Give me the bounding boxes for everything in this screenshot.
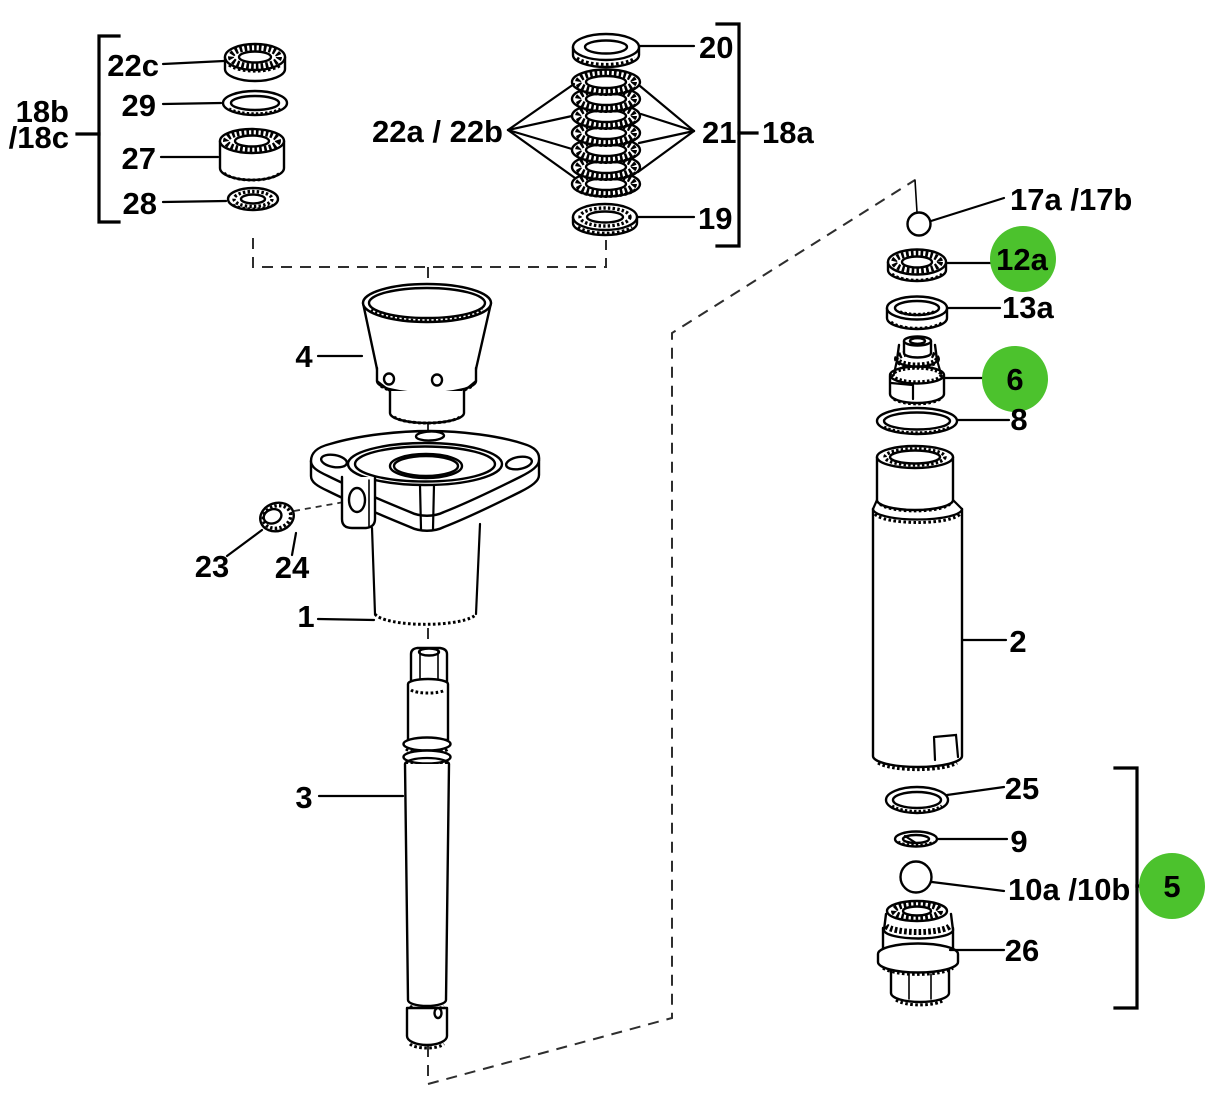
callout-19: 19 (698, 201, 732, 236)
part-8-oring (875, 406, 959, 436)
part-20-ring (571, 32, 641, 69)
part-12a-seal (886, 248, 948, 283)
part-21-ring-stack (572, 70, 640, 197)
callout-18bc-line1: 18b (16, 94, 69, 129)
part-10ab-ball (899, 860, 933, 894)
group-18a-parts (571, 32, 641, 237)
callout-22ab: 22a / 22b (372, 114, 503, 149)
leader-fan-21 (636, 84, 696, 174)
leader-29 (161, 101, 223, 106)
callout-29: 29 (122, 88, 156, 123)
part-6-valve-fitting (888, 335, 946, 406)
callout-18a: 18a (762, 115, 814, 150)
highlight-circle-6 (982, 346, 1048, 412)
part-17ab-ball (906, 211, 932, 237)
callout-1: 1 (297, 599, 314, 634)
leader-1 (316, 617, 376, 622)
callout-5: 5 (1163, 869, 1180, 904)
callout-8: 8 (1010, 402, 1027, 437)
part-19-ring (571, 202, 639, 237)
part-3-shaft (402, 646, 452, 1050)
part-28-seal-ring (226, 186, 280, 212)
callout-22c: 22c (107, 48, 159, 83)
callout-21: 21 (702, 115, 736, 150)
group-18bc-parts (218, 42, 289, 212)
callout-28: 28 (123, 186, 157, 221)
callout-2: 2 (1009, 624, 1026, 659)
callout-25: 25 (1005, 771, 1039, 806)
leader-24 (290, 531, 298, 557)
leader-23 (225, 528, 264, 558)
callout-18bc-line2: /18c (9, 120, 69, 155)
leader-25 (945, 785, 1006, 797)
leader-10ab (930, 880, 1006, 893)
callout-4: 4 (295, 339, 313, 374)
callout-17ab: 17a /17b (1010, 182, 1132, 217)
callout-23: 23 (195, 549, 229, 584)
dashed-link-shaft-to-right-column (427, 179, 916, 1086)
highlight-circle-12a (990, 226, 1056, 292)
leader-fan-22ab (506, 82, 577, 180)
highlight-circles (982, 226, 1205, 919)
part-1-flange-housing (309, 429, 541, 626)
bracket-18a (715, 22, 741, 248)
callout-24: 24 (275, 550, 310, 585)
part-4-bell-housing (361, 282, 493, 425)
callout-3: 3 (295, 780, 312, 815)
callout-labels: 22c 29 27 28 18b /18c 20 22a / 22b 21 19… (9, 30, 1181, 968)
part-9-lock-washer (893, 830, 939, 848)
part-26-foot-valve (876, 899, 960, 1007)
part-2-cylinder (871, 444, 964, 772)
callout-10ab: 10a /10b (1008, 872, 1130, 907)
callout-9: 9 (1010, 824, 1027, 859)
callout-26: 26 (1005, 933, 1039, 968)
leader-17ab (929, 196, 1006, 223)
highlight-circle-5 (1139, 853, 1205, 919)
leader-lines (159, 44, 1011, 952)
callout-12a: 12a (996, 242, 1048, 277)
bracket-5 (1113, 766, 1139, 1010)
callout-6: 6 (1006, 362, 1023, 397)
leader-22c (161, 59, 226, 66)
part-22c-seal (223, 42, 287, 83)
part-29-oring (221, 89, 289, 117)
part-23-plug (259, 501, 295, 533)
callout-13a: 13a (1002, 290, 1054, 325)
part-13a-ring (885, 295, 949, 331)
bracket-18bc (97, 34, 121, 224)
callout-27: 27 (122, 141, 156, 176)
part-25-oring (884, 785, 950, 815)
dashed-leader-plug-to-lug-hole (293, 501, 345, 512)
callout-20: 20 (699, 30, 733, 65)
part-27-cup-seal (218, 127, 286, 182)
link-line-to-ball (914, 179, 918, 213)
group-brackets (75, 22, 1152, 1010)
leader-28 (161, 199, 228, 204)
